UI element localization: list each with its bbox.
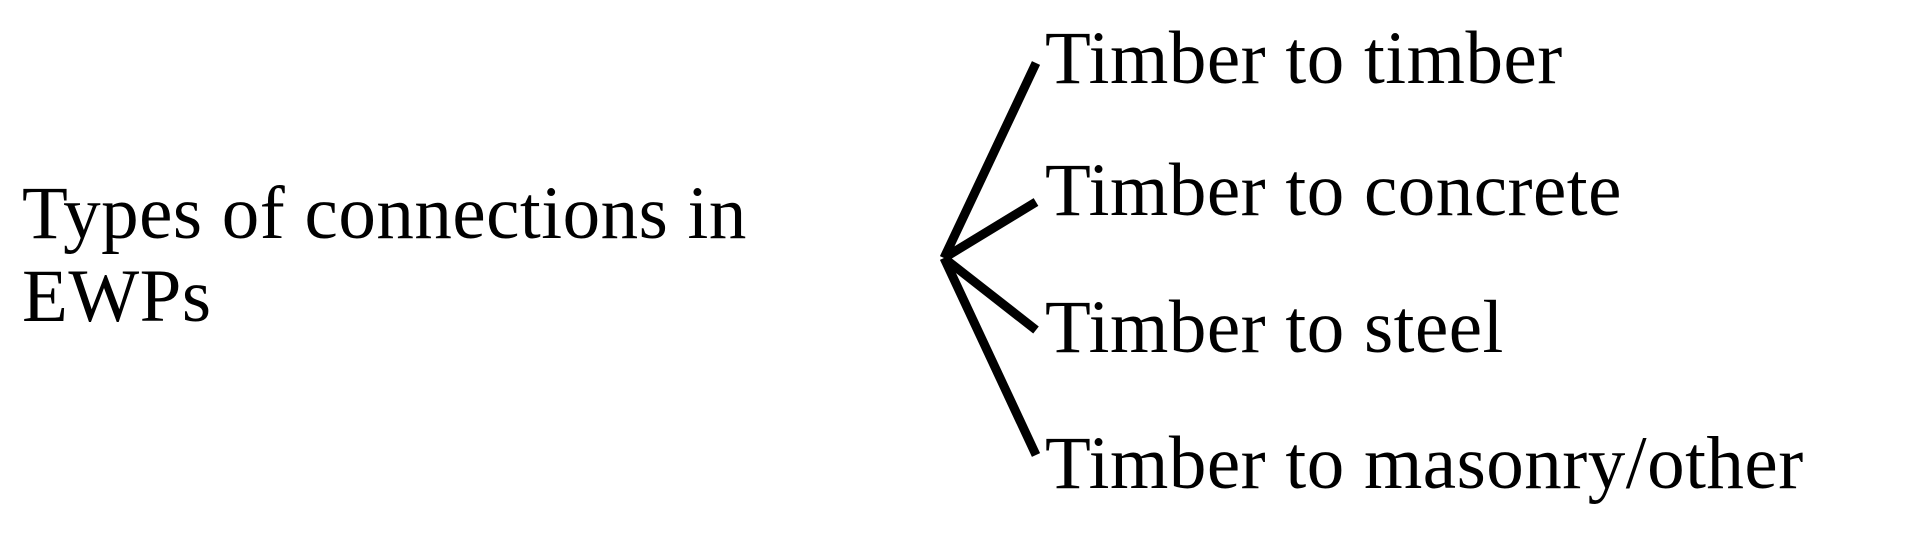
branch-line-timber-to-steel xyxy=(941,254,1039,334)
root-node-label-line1: Types of connections in xyxy=(22,172,747,255)
branch-line-timber-to-timber xyxy=(939,61,1041,260)
branch-line-timber-to-masonry xyxy=(939,256,1041,457)
branch-line-timber-to-concrete xyxy=(941,198,1039,262)
branch-label-timber-to-steel: Timber to steel xyxy=(1045,286,1504,369)
root-node-label: Types of connections in EWPs xyxy=(22,172,902,338)
branch-label-timber-to-masonry: Timber to masonry/other xyxy=(1045,422,1804,505)
root-node-label-line2: EWPs xyxy=(22,255,212,338)
branch-label-timber-to-timber: Timber to timber xyxy=(1045,17,1563,100)
branch-label-timber-to-concrete: Timber to concrete xyxy=(1045,149,1622,232)
